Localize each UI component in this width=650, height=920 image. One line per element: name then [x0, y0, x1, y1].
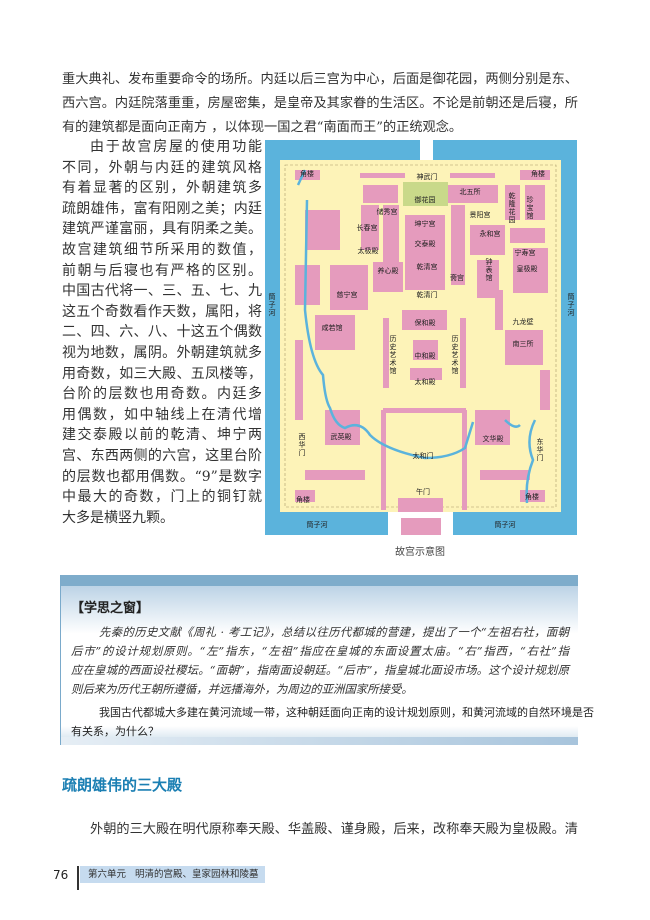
text-line: 中最大的奇数，门上的铜钉就: [62, 489, 262, 506]
map-label: 养心殿: [377, 267, 399, 275]
text-line: 故宫建筑细节所采用的数值，: [62, 242, 262, 258]
map-label: 筒子河: [567, 293, 575, 317]
text-line: 由于故宫房屋的使用功能: [90, 139, 262, 155]
footer-divider: [77, 866, 79, 890]
map-label: 筒子河: [494, 521, 516, 529]
text-line: 前朝与后寝也有严格的区别。: [62, 262, 262, 279]
section-paragraph: 外朝的三大殿在明代原称奉天殿、华盖殿、谨身殿，后来，改称奉天殿为皇极殿。清: [90, 822, 578, 837]
map-label: 南三所: [512, 340, 534, 348]
map-graphic: [265, 140, 577, 535]
map-label: 午门: [416, 488, 430, 496]
text-line: 大多是横竖九颗。: [62, 509, 174, 526]
map-label: 御花园: [414, 196, 436, 204]
box-title: 【学思之窗】: [71, 601, 150, 616]
box-question-line: 我国古代都城大多建在黄河流域一带，这种朝廷面向正南的设计规划原则，和黄河流域的自…: [99, 706, 594, 719]
map-label: 保和殿: [414, 319, 436, 327]
text-line: 二、四、六、八、十这五个偶数: [62, 324, 262, 341]
map-label: 长春宫: [356, 224, 378, 232]
map-label: 宁寿宫: [514, 249, 536, 257]
palace-wall: [284, 164, 557, 508]
text-line: 用奇数，如三大殿、五凤楼等，: [62, 365, 262, 382]
map-label: 中和殿: [414, 352, 436, 360]
section-heading: 疏朗雄伟的三大殿: [62, 776, 183, 794]
map-label: 交泰殿: [414, 240, 436, 248]
text-line: 用偶数，如中轴线上在清代增: [62, 406, 262, 423]
map-label: 乾清门: [416, 291, 438, 299]
map-caption: 故宫示意图: [395, 547, 445, 558]
map-label: 永和宫: [479, 230, 501, 238]
inner-river: [296, 169, 537, 504]
map-label: 角楼: [531, 170, 545, 178]
map-label: 慈宁宫: [336, 291, 358, 299]
map-label: 景阳宫: [469, 211, 491, 219]
text-line: 疏朗雄伟，富有阳刚之美；内廷: [62, 200, 262, 217]
text-line: 有的建筑都是面向正南方 ，以体现一国之君“南面而王”的正统观念。: [62, 120, 463, 135]
map-label: 斋宫: [450, 274, 464, 282]
map-label: 北五所: [459, 188, 481, 196]
buildings: [295, 170, 550, 512]
text-line: 建交泰殿以前的乾清、坤宁两: [62, 427, 262, 444]
north-gate-gap: [420, 140, 433, 162]
map-label: 咸若馆: [321, 324, 343, 332]
text-line: 这五个奇数看作天数，属阳，将: [62, 303, 262, 320]
map-label: 太和门: [412, 452, 434, 460]
map-label: 太和殿: [414, 378, 436, 386]
map-label: 储秀宫: [376, 208, 398, 216]
map-label: 武英殿: [330, 433, 352, 441]
text-line: 重大典礼、发布重要命令的场所。内廷以后三宫为中心，后面是御花园，两侧分别是东、: [62, 72, 578, 87]
text-line: 不同，外朝与内廷的建筑风格: [62, 159, 262, 176]
map-label: 钟表馆: [485, 258, 493, 282]
text-line: 西六宫。内廷院落重重，房屋密集，是皇帝及其家眷的生活区。不论是前朝还是后寝，所: [62, 96, 578, 111]
map-label: 历史艺术馆: [389, 335, 397, 375]
map-label: 珍宝馆: [526, 196, 534, 220]
box-text-line: 后市”的设计规划原则。“左”指东，“左祖”指应在皇城的东面设置太庙。“右”指西，…: [71, 644, 569, 658]
forbidden-city-map: 角楼神武门角楼御花园北五所乾隆花园珍宝馆储秀宫景阳宫长春宫坤宁宫永和宫太极殿交泰…: [265, 140, 577, 535]
text-line: 有着显著的区别，外朝建筑多: [62, 180, 262, 197]
map-label: 乾清宫: [416, 263, 438, 271]
box-text-line: 先秦的历史文献《周礼 · 考工记》，总结以往历代都城的营建，提出了一个“左祖右社…: [99, 625, 569, 639]
meridian-gate-wings: [401, 518, 441, 535]
box-background: [61, 586, 578, 745]
page-number: 76: [53, 868, 69, 882]
map-label: 筒子河: [268, 293, 276, 317]
map-label: 文华殿: [482, 435, 504, 443]
map-label: 筒子河: [306, 521, 328, 529]
text-line: 的层数也都用偶数。“9”是数字: [62, 468, 262, 485]
map-label: 乾隆花园: [508, 192, 516, 224]
map-label: 角楼: [296, 496, 310, 504]
box-text-line: 应在皇城的西面设社稷坛。“面朝”，指南面设朝廷。“后市”，指皇城北面设市场。这个…: [71, 663, 569, 677]
map-label: 九龙壁: [512, 318, 534, 326]
map-label: 坤宁宫: [414, 220, 436, 228]
map-label: 历史艺术馆: [451, 335, 459, 375]
text-line: 宫、东西两侧的六宫，这里台阶: [62, 448, 262, 464]
unit-title: 第六单元 明清的宫殿、皇家园林和陵墓: [80, 866, 265, 883]
map-label: 角楼: [300, 170, 314, 178]
map-label: 西华门: [298, 433, 306, 457]
map-label: 东华门: [536, 438, 544, 462]
map-label: 太极殿: [357, 247, 379, 255]
study-window-box: 【学思之窗】 先秦的历史文献《周礼 · 考工记》，总结以往历代都城的营建，提出了…: [60, 575, 594, 745]
text-line: 中国古代将一、三、五、七、九: [62, 283, 262, 300]
box-question-line: 有关系，为什么？: [71, 725, 159, 738]
text-line: 台阶的层数也用奇数。内廷多: [62, 386, 262, 403]
map-label: 皇极殿: [516, 265, 538, 273]
map-label: 神武门: [416, 173, 438, 181]
imperial-garden: [403, 182, 448, 206]
box-footer-bar: [61, 737, 578, 745]
map-label: 角楼: [525, 493, 539, 501]
text-line: 建筑严谨富丽，具有阴柔之美。: [62, 221, 262, 238]
box-text-line: 则后来为历代王朝所遵循，并远播海外，为周边的亚洲国家所接受。: [71, 682, 413, 696]
box-header-bar: [61, 575, 578, 586]
text-line: 视为地数，属阴。外朝建筑就多: [62, 345, 262, 361]
